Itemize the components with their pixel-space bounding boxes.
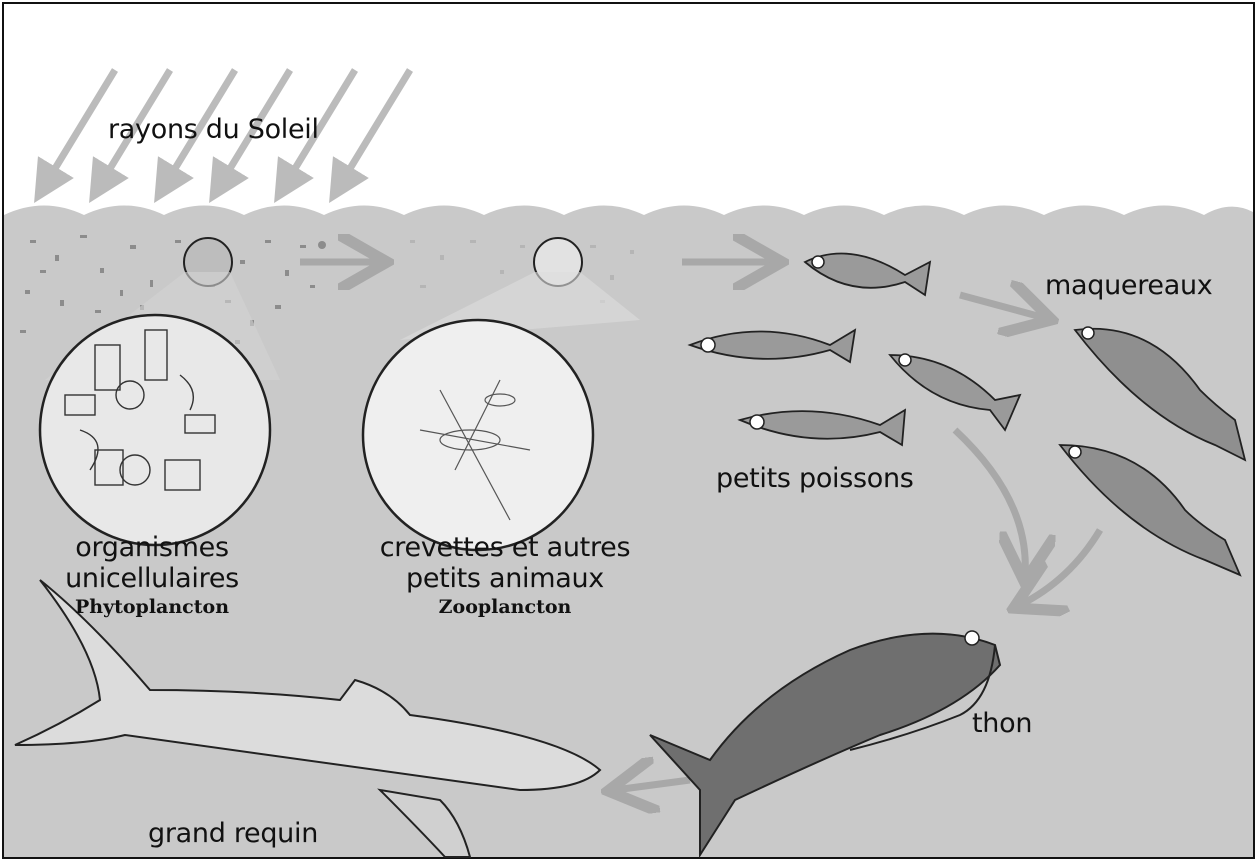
shark-label: grand requin	[148, 818, 318, 849]
sun-rays-label: rayons du Soleil	[108, 114, 319, 145]
phyto-name: Phytoplancton	[75, 596, 229, 618]
tuna-label: thon	[972, 708, 1032, 739]
phyto-line2: unicellulaires	[65, 563, 239, 594]
zooplankton-magnified	[363, 320, 593, 550]
zoo-name: Zooplancton	[439, 596, 572, 618]
mackerel-label: maquereaux	[1045, 270, 1212, 301]
zoo-line2: petits animaux	[406, 563, 604, 594]
phyto-line1: organismes	[75, 532, 229, 563]
phytoplankton-magnified	[40, 315, 270, 545]
small-fish-label: petits poissons	[716, 463, 914, 494]
zoo-line1: crevettes et autres	[380, 532, 631, 563]
